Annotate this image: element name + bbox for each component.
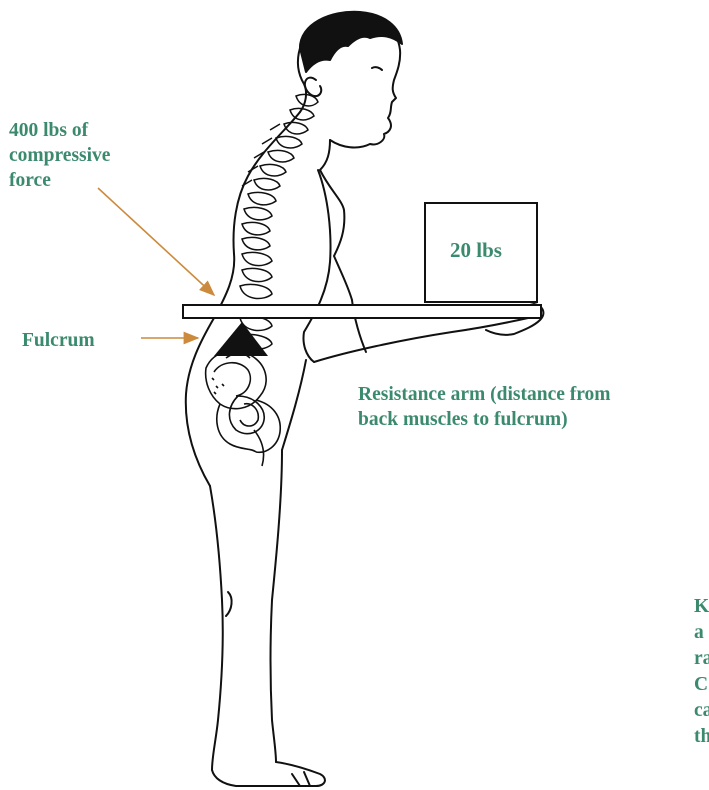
vertebra [268, 150, 294, 162]
pelvis-dots [212, 378, 224, 394]
neck-front [320, 140, 330, 170]
vertebra [248, 192, 276, 204]
femur-neck [254, 430, 264, 466]
compressive-force-label: 400 lbs of compressive force [9, 118, 189, 193]
vertebra [242, 252, 272, 265]
compressive-force-arrow [98, 188, 214, 295]
ilium-inner [214, 363, 250, 396]
vertebra [284, 122, 308, 134]
pelvis-bones [206, 351, 281, 466]
resistance-arm-label: Resistance arm (distance from back muscl… [358, 382, 709, 432]
pelvis-front [282, 360, 306, 450]
foot-toes [292, 772, 310, 786]
forearm [314, 318, 528, 362]
vertebra [242, 237, 270, 249]
fulcrum-label: Fulcrum [22, 328, 95, 353]
vertebra [254, 178, 280, 190]
vertebra [242, 268, 272, 281]
vertebra [260, 164, 286, 176]
vertebra [240, 284, 272, 298]
fulcrum-triangle [214, 322, 268, 356]
knee [226, 592, 232, 616]
hair [300, 12, 402, 72]
cut-off-caption: K a ra C ca th [694, 594, 709, 750]
thigh-back [210, 486, 223, 770]
ear [305, 78, 321, 97]
vertebra [242, 222, 270, 234]
upper-arm [303, 170, 330, 362]
box-weight-label: 20 lbs [450, 238, 502, 263]
vertebra [276, 136, 302, 148]
ischium [217, 404, 256, 452]
eye [372, 67, 382, 70]
thigh-front [271, 450, 283, 762]
lever-bar [183, 305, 541, 318]
vertebra [244, 207, 272, 219]
pubis [256, 400, 280, 452]
